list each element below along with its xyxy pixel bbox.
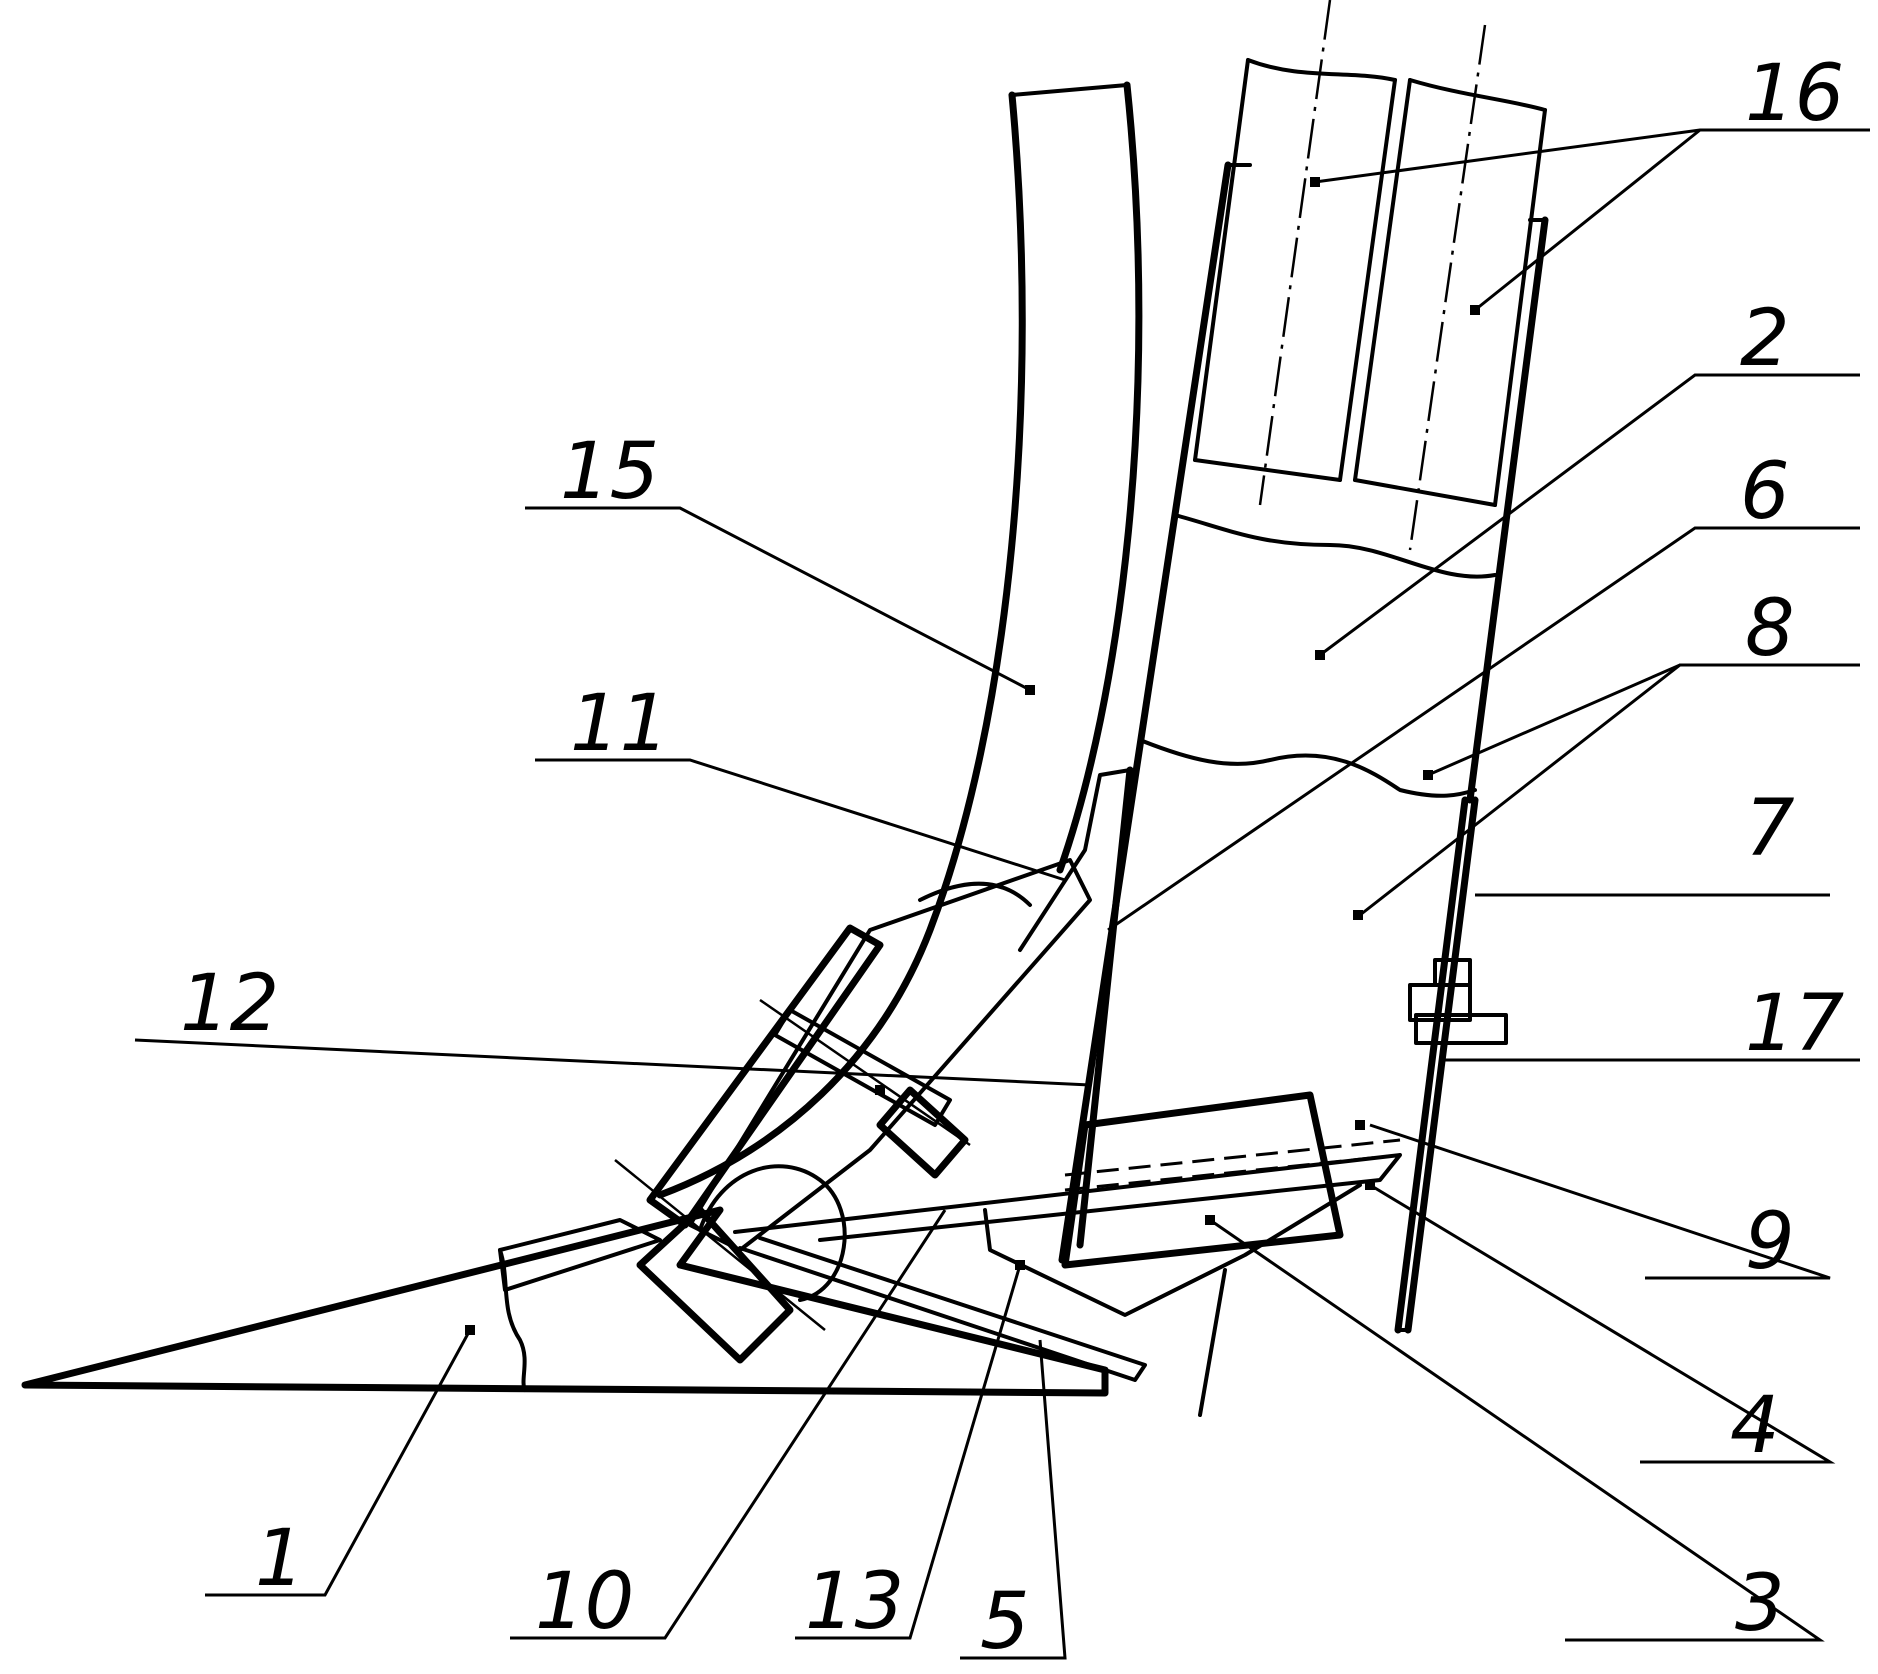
callout-10: 10 [535, 1557, 634, 1647]
share-1 [21, 1206, 1109, 1397]
tine-5 [738, 1236, 1147, 1382]
callout-17: 17 [1745, 979, 1844, 1069]
callout-16: 16 [1745, 49, 1844, 139]
callout-6: 6 [1740, 447, 1790, 537]
callout-labels: 1 2 3 4 5 6 7 8 9 10 11 12 13 15 16 17 [180, 49, 1844, 1667]
tubes-16 [1193, 0, 1547, 551]
callout-7: 7 [1745, 784, 1795, 874]
callout-13: 13 [805, 1557, 904, 1647]
pointer-dots [465, 177, 1480, 1335]
callout-1: 1 [255, 1514, 305, 1604]
callout-12: 12 [180, 959, 279, 1049]
callout-9: 9 [1745, 1197, 1795, 1287]
wing-4 [733, 1153, 1402, 1417]
wall-6 [1018, 766, 1134, 1249]
callout-5: 5 [980, 1577, 1030, 1667]
stand-15 [656, 81, 1143, 1199]
bracket-11 [614, 858, 1092, 1364]
callout-2: 2 [1740, 294, 1790, 384]
box-3 [1061, 1091, 1401, 1269]
rear-plate-7 [1394, 796, 1508, 1334]
callout-15: 15 [560, 427, 659, 517]
housing-2 [1058, 161, 1549, 1264]
callout-3: 3 [1735, 1559, 1785, 1649]
callout-8: 8 [1745, 584, 1795, 674]
callout-4: 4 [1730, 1381, 1780, 1471]
leader-lines [134, 128, 1870, 1660]
callout-11: 11 [570, 679, 669, 769]
